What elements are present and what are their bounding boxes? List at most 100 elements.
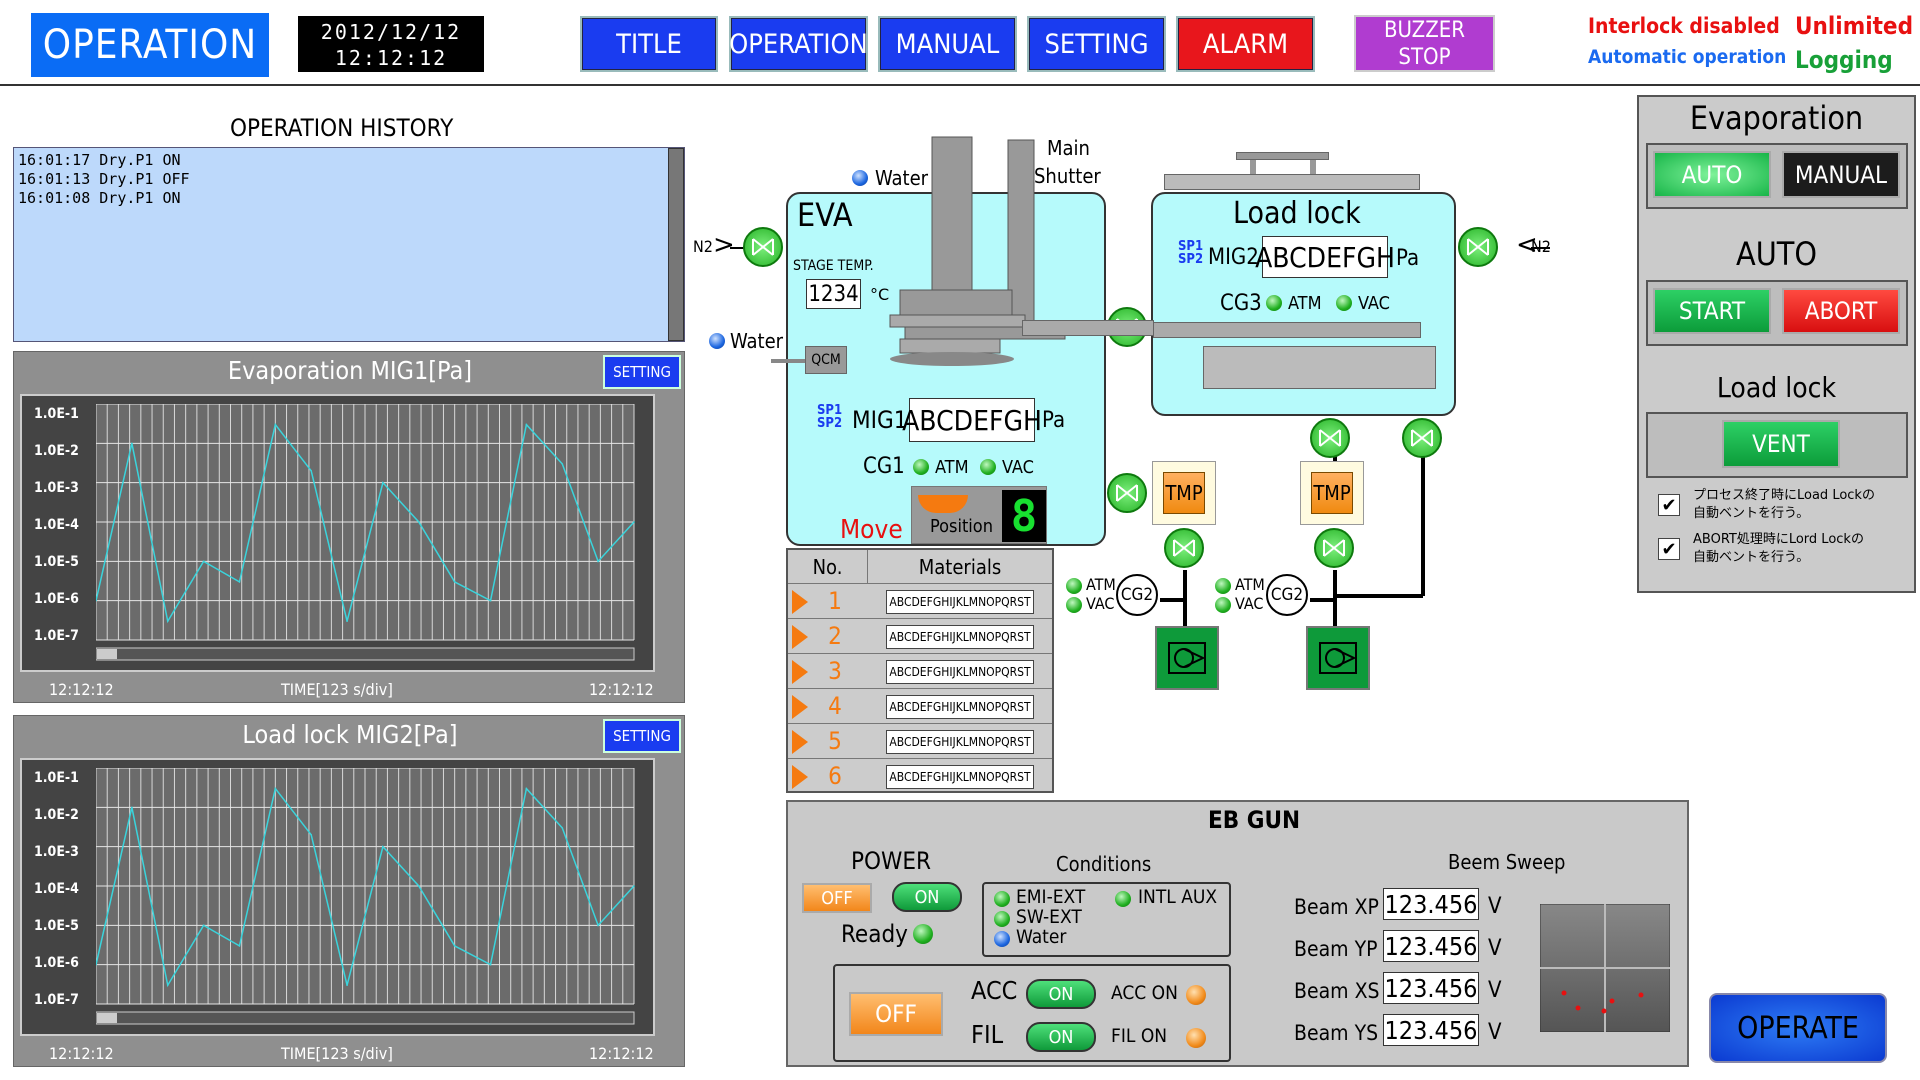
trend-point	[489, 599, 492, 602]
conditions-title: Conditions	[1056, 852, 1152, 876]
trend-point	[202, 924, 205, 927]
time-text: 12:12:12	[334, 46, 448, 70]
valve-icon	[1319, 429, 1341, 447]
fil-on-button[interactable]: ON	[1026, 1022, 1096, 1052]
trend-point	[597, 924, 599, 927]
move-label: Move	[840, 515, 903, 545]
main-shutter-label-2: Shutter	[1034, 164, 1101, 188]
vent-button[interactable]: VENT	[1722, 420, 1840, 468]
auto-title: AUTO	[1736, 235, 1817, 273]
pump-icon	[1168, 642, 1206, 674]
trend-setting-button[interactable]: SETTING	[603, 719, 681, 753]
start-button[interactable]: START	[1653, 288, 1771, 334]
auto-mode-button[interactable]: AUTO	[1653, 151, 1771, 198]
eb-gun-title: EB GUN	[1208, 806, 1301, 834]
trend-point	[274, 423, 277, 426]
trend-line	[96, 786, 635, 988]
trend-panel-evaporation: Evaporation MIG1[Pa] SETTING 1.0E-1 1.0E…	[13, 351, 685, 703]
acc-fil-off-button[interactable]: OFF	[849, 992, 943, 1036]
operate-button[interactable]: OPERATE	[1709, 993, 1887, 1063]
col-materials-header: Materials	[918, 554, 1002, 579]
power-off-button[interactable]: OFF	[802, 883, 872, 913]
nav-manual-button[interactable]: MANUAL	[878, 16, 1017, 72]
loadlock-rough-valve[interactable]	[1402, 418, 1442, 458]
check-icon: ✔	[1661, 494, 1677, 516]
mig2-value: ABCDEFGH	[1255, 236, 1395, 278]
tmp-loadlock-foreline-valve[interactable]	[1314, 528, 1354, 568]
history-scrollbar[interactable]	[668, 148, 684, 341]
acc-fil-box	[833, 964, 1231, 1062]
beam-xp-value[interactable]: 123.456	[1383, 888, 1479, 920]
acc-on-label: ACC ON	[1111, 982, 1178, 1004]
acc-on-button[interactable]: ON	[1026, 979, 1096, 1009]
check2-line1: ABORT処理時にLord Lockの	[1693, 532, 1864, 547]
n2-right-arrow: <	[1516, 230, 1538, 260]
power-on-button[interactable]: ON	[892, 882, 962, 912]
abort-button[interactable]: ABORT	[1782, 288, 1900, 334]
fil-label: FIL	[971, 1020, 1004, 1049]
history-list[interactable]: 16:01:17 Dry.P1 ON 16:01:13 Dry.P1 OFF 1…	[13, 147, 685, 342]
material-name: ABCDEFGHIJKLMNOPQRST	[886, 730, 1034, 754]
check1-line1: プロセス終了時にLoad Lockの	[1693, 488, 1875, 503]
arrow-icon	[792, 660, 808, 684]
vac-label: VAC	[1002, 457, 1034, 478]
transfer-arm	[1022, 320, 1154, 336]
beam-ys-value[interactable]: 123.456	[1383, 1014, 1479, 1046]
nav-alarm-button[interactable]: ALARM	[1176, 16, 1315, 72]
trend-point	[525, 423, 528, 426]
auto-vent-checkbox-2[interactable]: ✔	[1658, 538, 1680, 560]
trend-point	[633, 521, 635, 523]
auto-vent-text-1: プロセス終了時にLoad Lockの 自動ベントを行う。	[1693, 487, 1875, 523]
loadlock-lid	[1164, 174, 1420, 190]
scroll-thumb	[97, 649, 117, 659]
trend-point	[346, 984, 348, 987]
y-tick-label: 1.0E-2	[34, 443, 79, 459]
vac-lamp	[1215, 597, 1231, 613]
beam-xs-value[interactable]: 123.456	[1383, 972, 1479, 1004]
eva-roughing-valve[interactable]	[1107, 473, 1147, 513]
setpoint-labels: SP1 SP2	[1178, 240, 1203, 266]
beam-unit: V	[1488, 1020, 1502, 1045]
material-name: ABCDEFGHIJKLMNOPQRST	[886, 660, 1034, 684]
tmp-eva-foreline-valve[interactable]	[1164, 528, 1204, 568]
cg1-label: CG1	[863, 454, 905, 479]
arrow-icon	[792, 730, 808, 754]
x-right-label: 12:12:12	[589, 1044, 654, 1063]
vac-label: VAC	[1358, 293, 1390, 314]
dry-pump-eva[interactable]	[1155, 626, 1219, 690]
trend-point	[382, 845, 384, 848]
fil-on-lamp	[1186, 1028, 1206, 1048]
loadlock-main-valve[interactable]	[1310, 418, 1350, 458]
trend-setting-button[interactable]: SETTING	[603, 355, 681, 389]
evaporation-title: Evaporation	[1689, 99, 1864, 137]
header-divider	[0, 84, 1920, 86]
tmp-eva[interactable]: TMP	[1152, 461, 1216, 525]
n2-right-label: N2	[1531, 237, 1551, 256]
status-auto: Automatic operation	[1588, 46, 1787, 68]
beam-yp-value[interactable]: 123.456	[1383, 930, 1479, 962]
stage-temp-value: 1234	[806, 279, 861, 309]
nav-setting-button[interactable]: SETTING	[1027, 16, 1166, 72]
nav-operation-button[interactable]: OPERATION	[729, 16, 868, 72]
buzzer-stop-button[interactable]: BUZZER STOP	[1354, 15, 1495, 72]
pa-unit: Pa	[1396, 246, 1420, 271]
dry-pump-loadlock[interactable]	[1306, 626, 1370, 690]
transfer-rod	[1153, 322, 1421, 338]
atm-label: ATM	[935, 457, 969, 478]
auto-vent-checkbox-1[interactable]: ✔	[1658, 494, 1680, 516]
n2-vent-valve-eva[interactable]	[743, 227, 783, 267]
acc-label: ACC	[971, 976, 1018, 1005]
y-tick-label: 1.0E-3	[34, 480, 79, 496]
pump-icon	[1319, 642, 1357, 674]
tmp-loadlock[interactable]: TMP	[1300, 461, 1364, 525]
manual-mode-button[interactable]: MANUAL	[1782, 151, 1900, 198]
sp1-label: SP1	[817, 403, 843, 418]
n2-vent-valve-loadlock[interactable]	[1458, 227, 1498, 267]
nav-title-button[interactable]: TITLE	[580, 16, 718, 72]
